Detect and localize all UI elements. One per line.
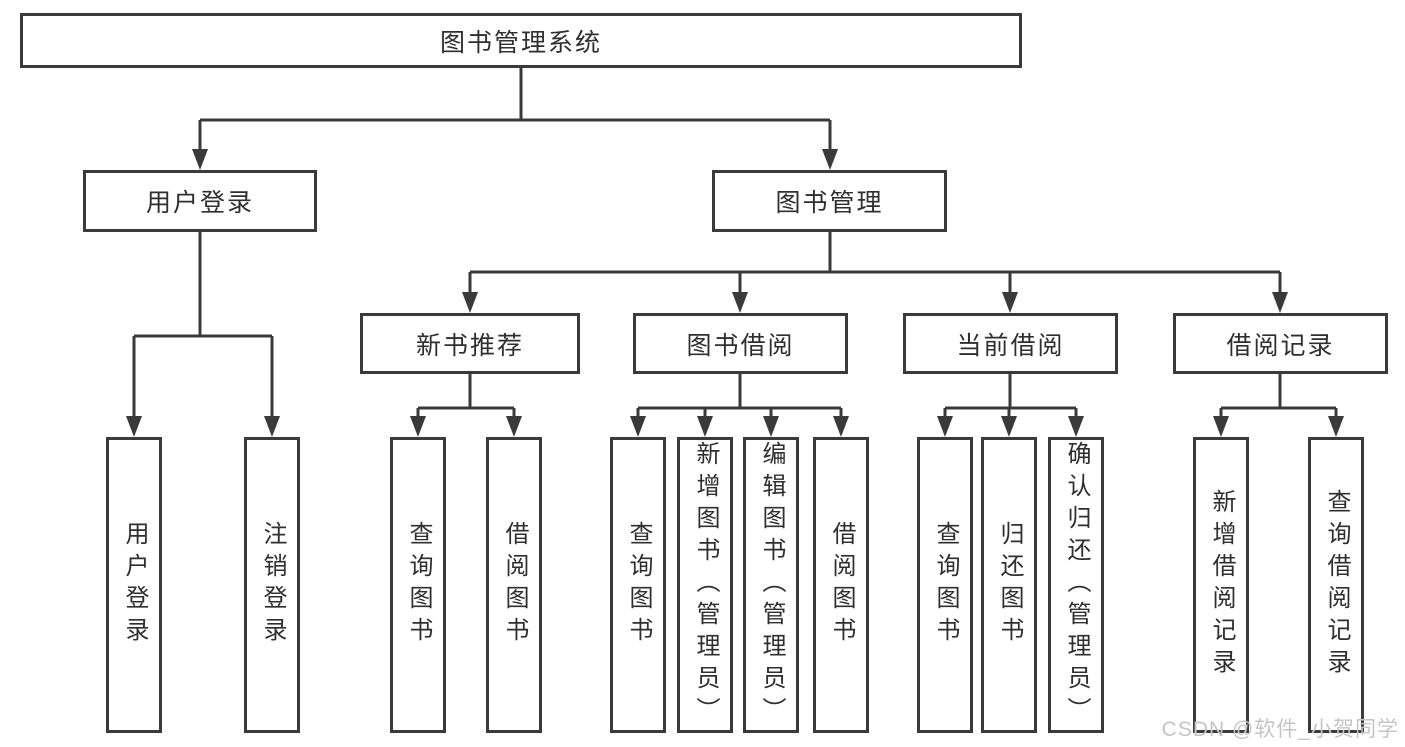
connector-line-group [132, 68, 1338, 433]
leaf-logout: 注销登录 [244, 437, 300, 733]
node-book-borrowing: 图书借阅 [633, 313, 848, 374]
leaf-borrow-books-recommend: 借阅图书 [486, 437, 542, 733]
node-label: 借阅记录 [1226, 331, 1335, 360]
node-label: 归还图书 [996, 521, 1023, 649]
arrow-down-icon [833, 416, 849, 437]
leaf-query-borrow-record: 查询借阅记录 [1308, 437, 1364, 733]
node-label: 用户登录 [145, 189, 254, 217]
arrow-down-icon [506, 416, 522, 437]
node-borrowing-records: 借阅记录 [1173, 313, 1388, 374]
arrow-down-icon [1001, 416, 1017, 437]
arrow-down-icon [763, 416, 779, 437]
node-label: 图书管理 [775, 189, 884, 217]
node-label: 新增图书（管理员） [692, 441, 719, 729]
arrow-down-icon [822, 149, 838, 170]
arrow-down-icon [126, 416, 142, 437]
node-label: 新书推荐 [415, 331, 524, 360]
node-library-management-system: 图书管理系统 [20, 13, 1022, 68]
node-book-management-branch: 图书管理 [712, 170, 947, 232]
node-label: 确认归还（管理员） [1063, 441, 1090, 729]
node-user-login-branch: 用户登录 [83, 170, 317, 232]
arrow-down-icon [1328, 416, 1344, 437]
leaf-return-books: 归还图书 [981, 437, 1037, 733]
node-label: 图书管理系统 [439, 28, 602, 57]
node-label: 新增借阅记录 [1208, 489, 1235, 681]
node-current-borrowing: 当前借阅 [903, 313, 1118, 374]
leaf-query-books-borrowing: 查询图书 [610, 437, 666, 733]
arrow-down-icon [192, 149, 208, 170]
node-label: 借阅图书 [501, 521, 528, 649]
node-label: 图书借阅 [686, 331, 795, 360]
node-label: 查询借阅记录 [1323, 489, 1350, 681]
leaf-edit-books-admin: 编辑图书（管理员） [743, 437, 799, 733]
node-label: 注销登录 [259, 521, 286, 649]
node-label: 查询图书 [405, 521, 432, 649]
node-label: 当前借阅 [956, 331, 1065, 360]
arrow-down-icon [1068, 416, 1084, 437]
arrowhead-group [126, 149, 1344, 437]
csdn-watermark: CSDN @软件_小贺同学 [1161, 718, 1399, 741]
arrow-down-icon [1213, 416, 1229, 437]
leaf-query-books-recommend: 查询图书 [390, 437, 446, 733]
node-label: 查询图书 [625, 521, 652, 649]
leaf-add-books-admin: 新增图书（管理员） [677, 437, 733, 733]
leaf-confirm-return-admin: 确认归还（管理员） [1048, 437, 1104, 733]
arrow-down-icon [264, 416, 280, 437]
arrow-down-icon [937, 416, 953, 437]
arrow-down-icon [410, 416, 426, 437]
arrow-down-icon [630, 416, 646, 437]
node-label: 用户登录 [121, 521, 148, 649]
node-label: 查询图书 [932, 521, 959, 649]
arrow-down-icon [697, 416, 713, 437]
arrow-down-icon [1002, 292, 1018, 313]
leaf-user-login: 用户登录 [106, 437, 162, 733]
leaf-add-borrow-record: 新增借阅记录 [1193, 437, 1249, 733]
arrow-down-icon [732, 292, 748, 313]
leaf-borrow-books-borrowing: 借阅图书 [813, 437, 869, 733]
node-new-book-recommend: 新书推荐 [360, 313, 580, 374]
arrow-down-icon [1272, 292, 1288, 313]
leaf-query-books-current: 查询图书 [917, 437, 973, 733]
node-label: 借阅图书 [828, 521, 855, 649]
arrow-down-icon [462, 292, 478, 313]
node-label: 编辑图书（管理员） [758, 441, 785, 729]
